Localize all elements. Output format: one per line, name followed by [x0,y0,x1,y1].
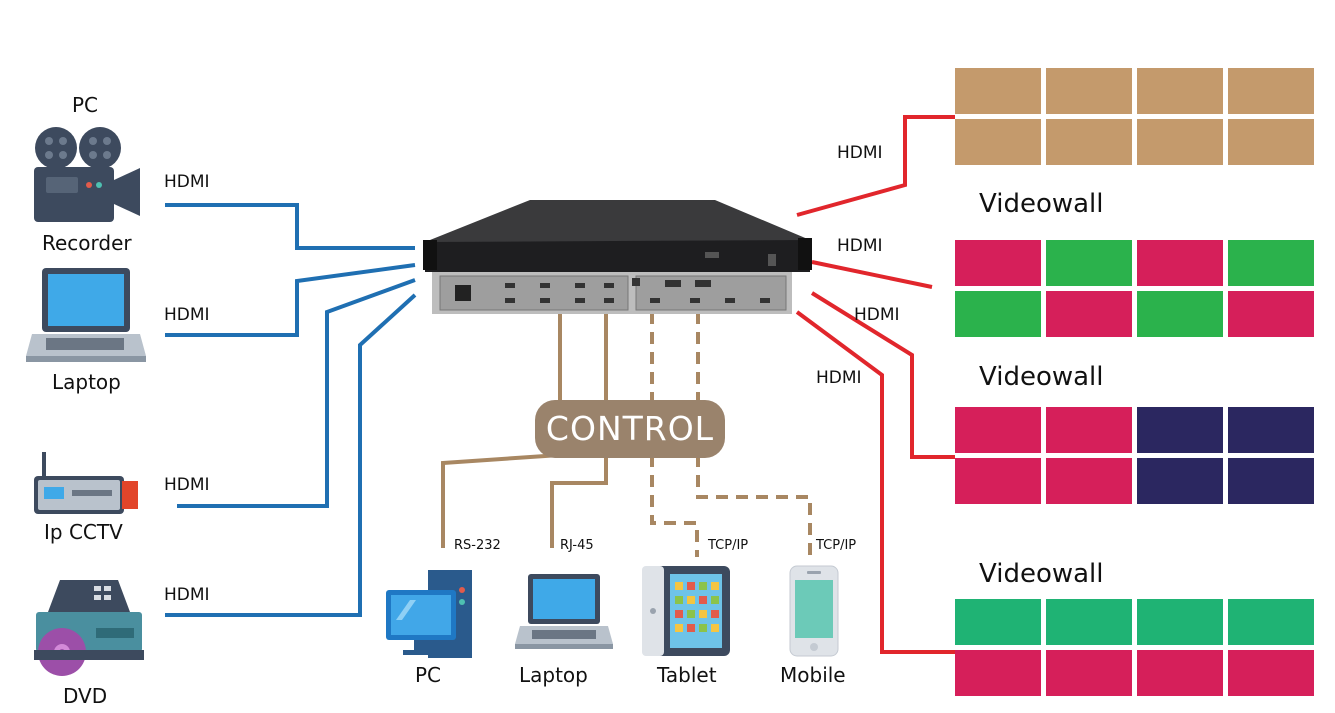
output-line-3 [810,291,955,459]
input-link-label-3: HDMI [164,475,210,495]
videowall-tile [1228,68,1314,114]
client-label-mobile: Mobile [780,663,846,687]
videowall-tile [1046,119,1132,165]
input-link-label-4: HDMI [164,585,210,605]
videowall-tile [1137,599,1223,645]
videowall-tile [955,458,1041,504]
control-lines-wireless [650,312,812,557]
output-line-4 [795,310,955,654]
videowall-tile [1137,291,1223,337]
client-label-pc: PC [415,663,442,687]
videowalls [955,68,1314,696]
output-link-label-3: HDMI [854,305,900,325]
videowall-tile [1137,407,1223,453]
videowall-tile [1228,407,1314,453]
videowall-tile [955,291,1041,337]
output-link-label-4: HDMI [816,368,862,388]
protocol-label-tcpip-tablet: TCP/IP [708,538,749,553]
videowall-tile [1046,68,1132,114]
output-link-label-2: HDMI [837,236,883,256]
videowall-tile [1137,650,1223,696]
input-lines [165,203,417,617]
output-line-2 [811,260,933,289]
source-label-dvd: DVD [63,684,108,708]
ip-cctv-icon [34,452,138,514]
tablet-icon [642,566,730,656]
videowall-tile [1137,119,1223,165]
input-link-label-1: HDMI [164,172,210,192]
videowall-tile [1137,458,1223,504]
videowall-tile [1228,599,1314,645]
videowall-1 [955,68,1314,165]
client-label-laptop: Laptop [519,663,588,687]
control-label: CONTROL [545,409,715,448]
videowall-tile [955,650,1041,696]
videowall-label-3: Videowall [979,559,1104,589]
source-label-recorder: Recorder [42,231,132,255]
videowall-label-2: Videowall [979,362,1104,392]
protocol-label-rj45: RJ-45 [560,538,594,553]
videowall-tile [1228,240,1314,286]
videowall-tile [955,119,1041,165]
output-lines [795,115,955,654]
videowall-tile [1137,68,1223,114]
videowall-4 [955,599,1314,696]
desktop-pc-icon [386,570,472,658]
videowall-tile [1046,599,1132,645]
input-link-label-2: HDMI [164,305,210,325]
source-label-laptop: Laptop [52,370,121,394]
videowall-tile [1137,240,1223,286]
output-link-label-1: HDMI [837,143,883,163]
videowall-tile [1228,119,1314,165]
videowall-tile [1228,458,1314,504]
dvd-player-icon [34,580,144,676]
laptop-icon [26,268,146,362]
protocol-label-tcpip-mobile: TCP/IP [816,538,857,553]
videowall-tile [1046,407,1132,453]
source-title-pc: PC [72,93,99,117]
input-line-cctv [177,278,416,508]
input-line-recorder [165,203,415,250]
videowall-tile [955,407,1041,453]
videowall-tile [1046,650,1132,696]
videowall-tile [955,599,1041,645]
matrix-switcher [423,200,812,314]
videowall-label-1: Videowall [979,189,1104,219]
input-line-dvd [165,293,417,617]
video-recorder-icon [34,127,140,222]
control-box [535,400,725,458]
videowall-2 [955,240,1314,337]
input-line-laptop [165,263,416,337]
videowall-tile [1228,650,1314,696]
client-label-tablet: Tablet [657,663,717,687]
videowall-tile [955,68,1041,114]
control-lines [441,312,608,548]
videowall-tile [955,240,1041,286]
videowall-tile [1046,458,1132,504]
videowall-tile [1046,240,1132,286]
source-label-ipcctv: Ip CCTV [44,520,123,544]
videowall-tile [1046,291,1132,337]
videowall-tile [1228,291,1314,337]
mobile-phone-icon [789,565,839,657]
control-laptop-icon [515,574,613,649]
videowall-3 [955,407,1314,504]
protocol-label-rs232: RS-232 [454,538,501,553]
output-line-1 [796,115,955,217]
